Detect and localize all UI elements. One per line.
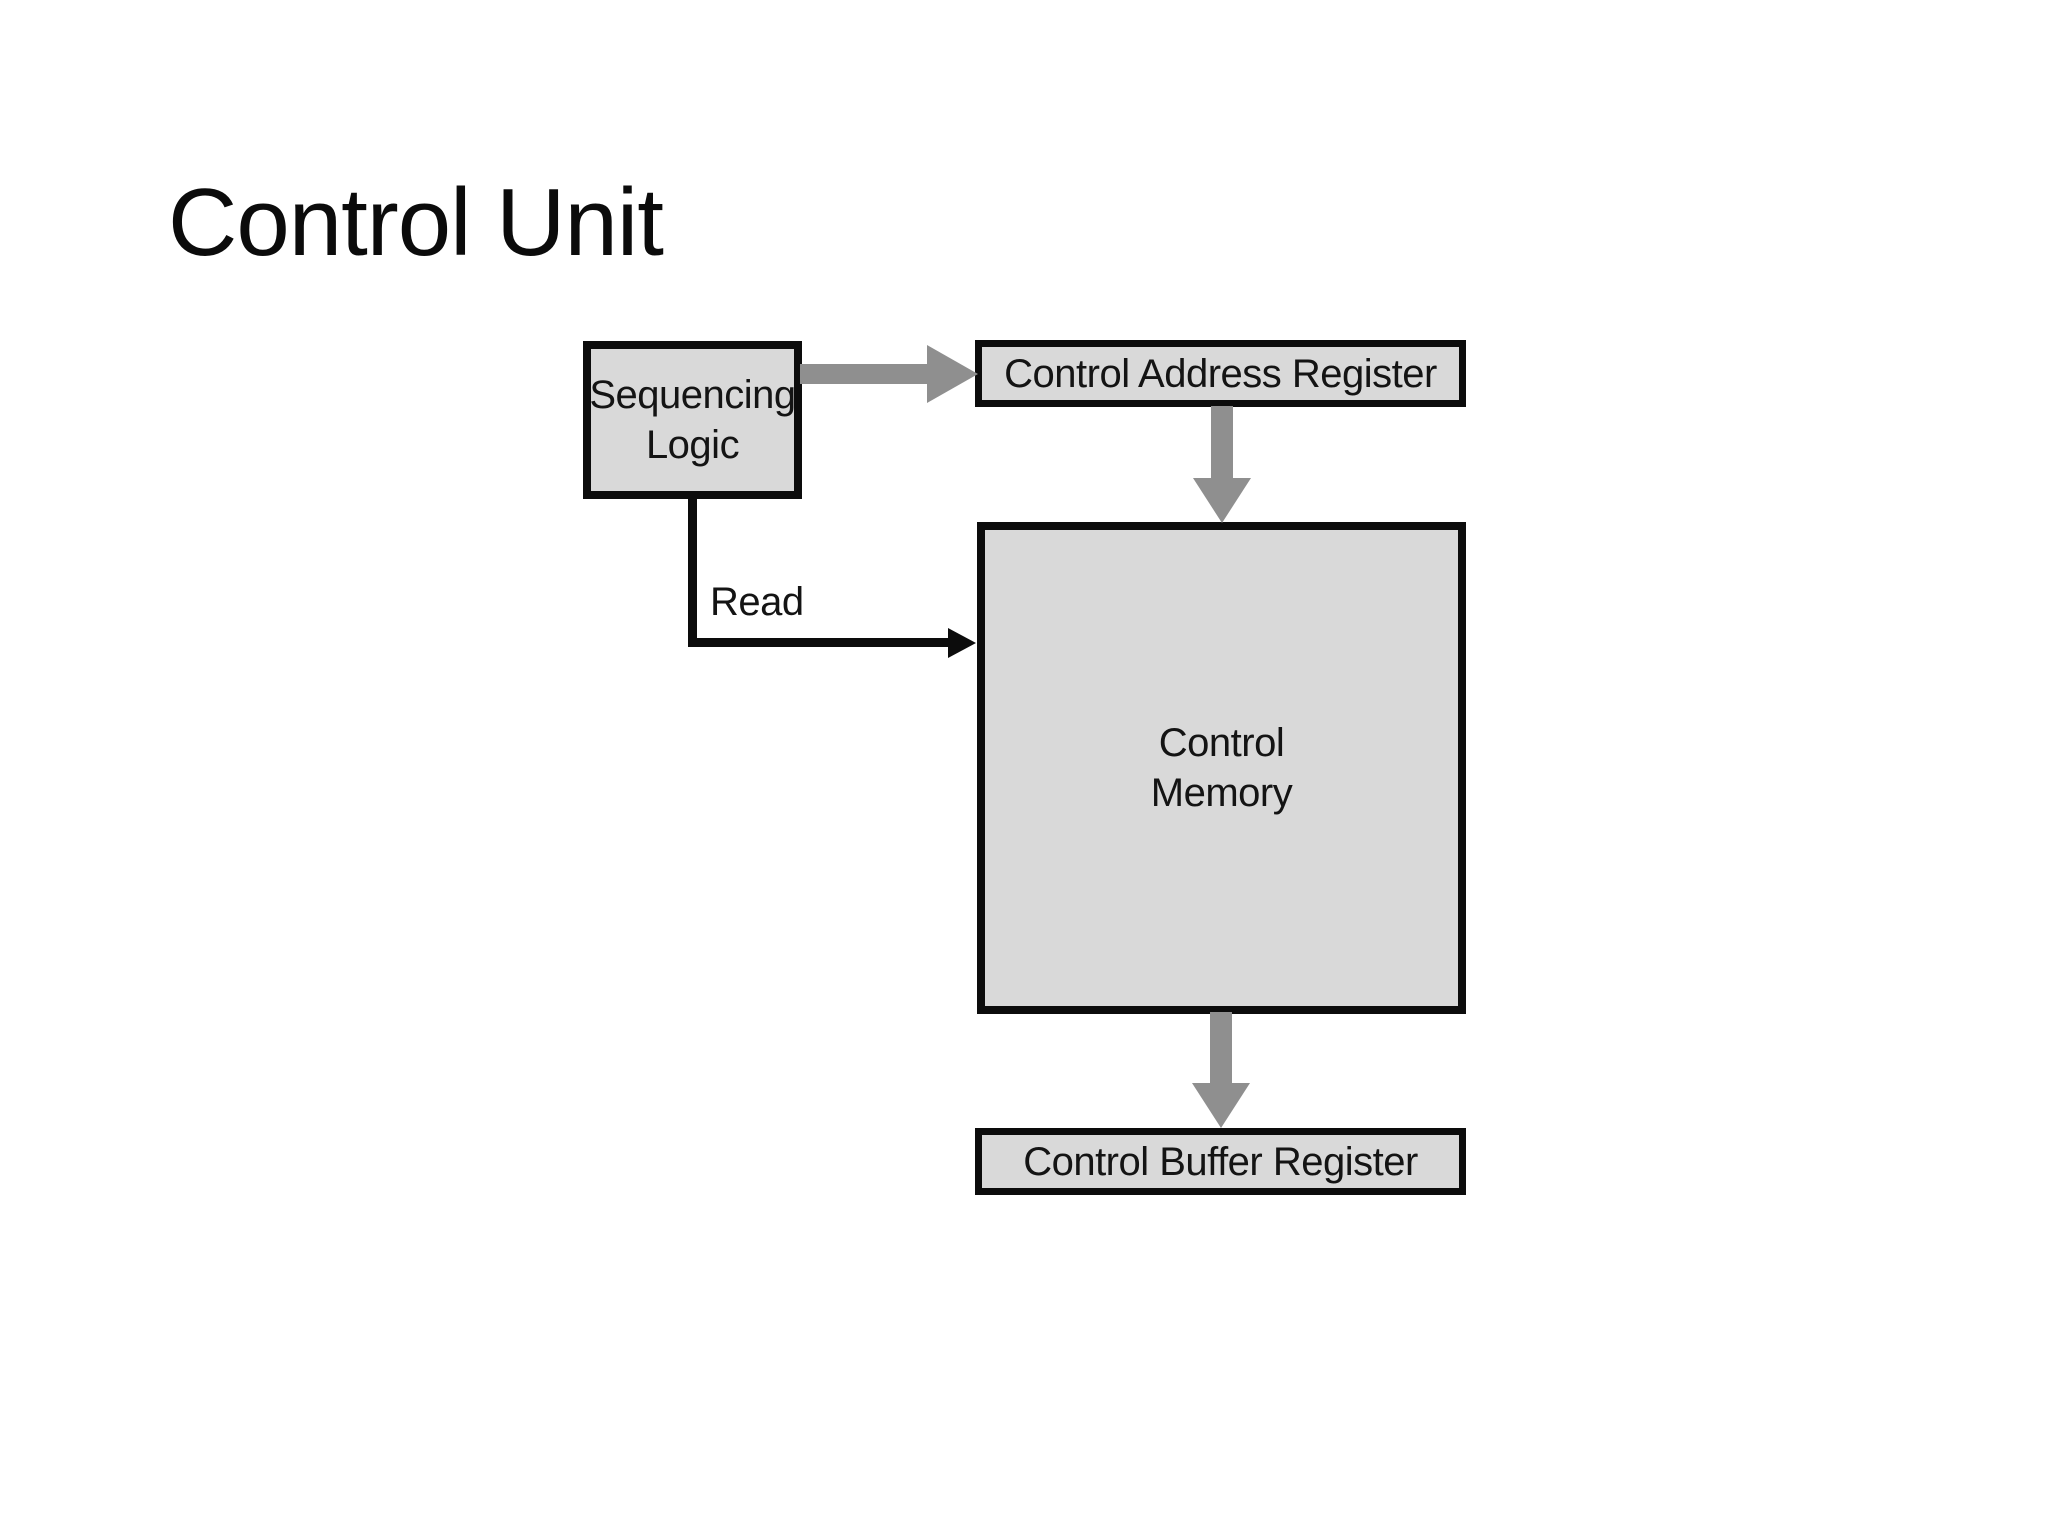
node-control-address-register-label: Control Address Register (1004, 351, 1437, 396)
arrow-memory-to-buffer-head-icon (1192, 1083, 1250, 1128)
node-control-memory: Control Memory (977, 522, 1466, 1014)
node-control-address-register: Control Address Register (975, 340, 1466, 407)
node-sequencing-logic-label: Sequencing Logic (589, 373, 796, 467)
read-connector-vertical-line (688, 491, 697, 647)
arrow-address-to-memory-head-icon (1193, 478, 1251, 523)
read-connector-arrowhead-icon (948, 628, 976, 658)
node-control-memory-label: Control Memory (1150, 721, 1293, 815)
page-title: Control Unit (168, 169, 664, 276)
node-control-buffer-register: Control Buffer Register (975, 1128, 1466, 1195)
read-edge-label: Read (710, 580, 804, 624)
read-connector-horizontal-line (688, 638, 950, 647)
arrow-address-to-memory-shaft (1211, 406, 1233, 480)
node-sequencing-logic: Sequencing Logic (583, 341, 802, 499)
node-control-buffer-register-label: Control Buffer Register (1023, 1139, 1418, 1184)
arrow-sequencing-to-address-head-icon (927, 345, 978, 403)
arrow-sequencing-to-address-shaft (800, 364, 928, 384)
arrow-memory-to-buffer-shaft (1210, 1012, 1232, 1085)
